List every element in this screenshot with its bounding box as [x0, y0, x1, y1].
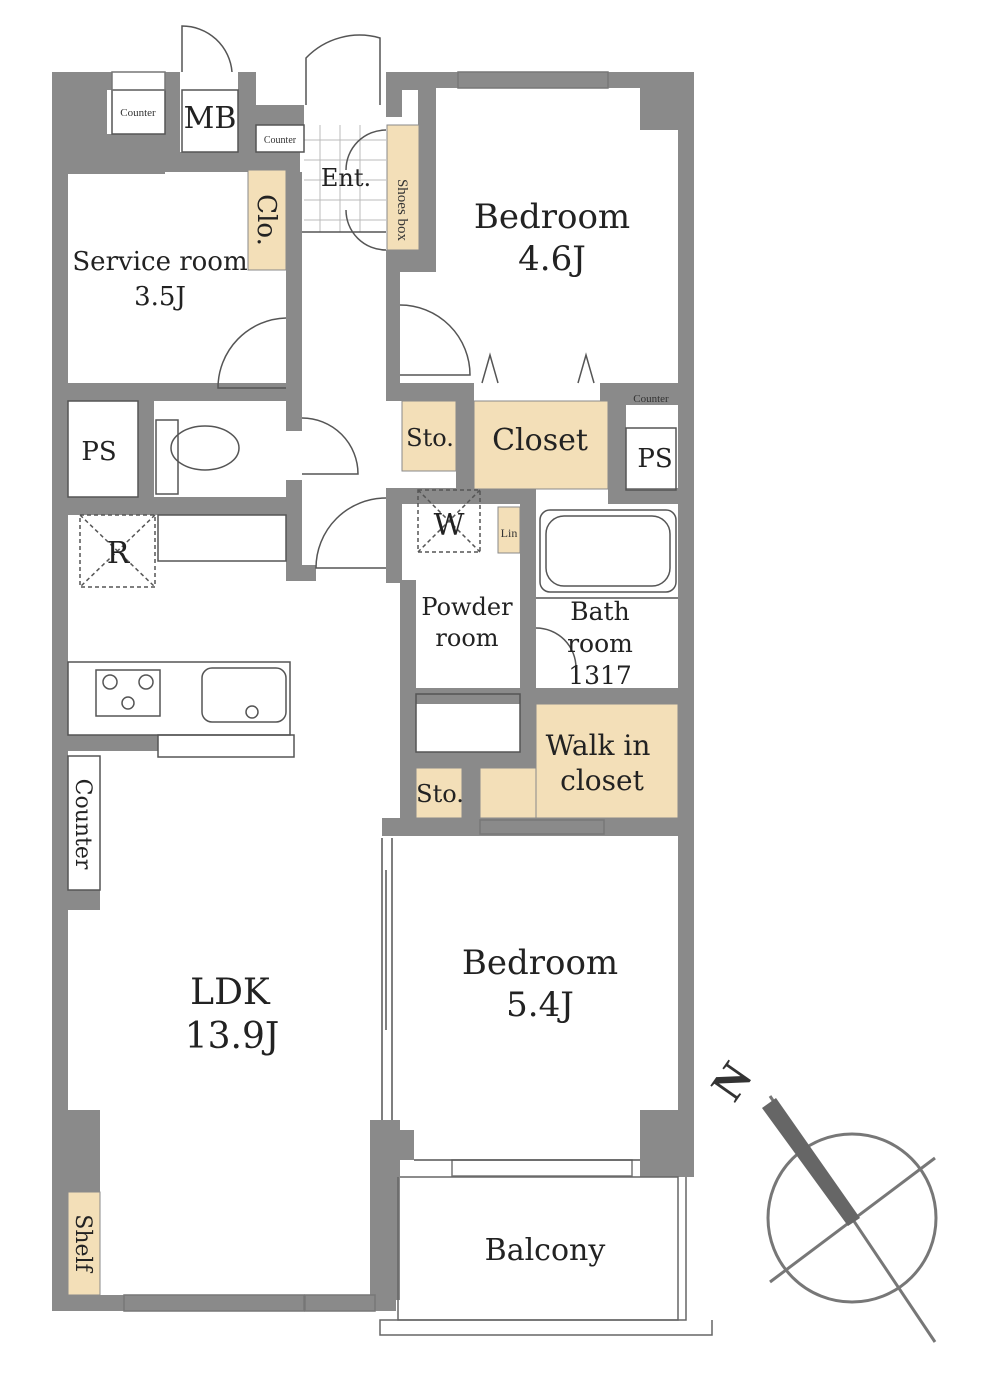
bedroom-south-name: Bedroom [462, 943, 618, 983]
shelf-label: Shelf [70, 1214, 95, 1273]
room-labels: Service room 3.5J Bedroom 4.6J Bedroom 5… [72, 164, 650, 1268]
refrigerator-label: R [107, 536, 131, 571]
walk-in-line2: closet [560, 764, 644, 797]
bedroom-north-size: 4.6J [518, 239, 586, 279]
shoes-box-label: Shoes box [394, 179, 410, 242]
sto-upper-label: Sto. [406, 424, 454, 452]
powder-line2: room [435, 624, 498, 652]
counter-top-left-label: Counter [120, 107, 156, 119]
compass-needle-icon [762, 1098, 860, 1226]
counter-ldk-label: Counter [70, 779, 95, 870]
closet-label: Closet [492, 423, 588, 458]
bath-line2: room [567, 629, 633, 658]
ps-right-label: PS [637, 444, 672, 474]
storage-areas [67, 124, 679, 1296]
compass-north-label: N [701, 1053, 762, 1109]
ldk-size: 13.9J [185, 1016, 280, 1057]
bedroom-north-name: Bedroom [474, 197, 630, 237]
entrance-label: Ent. [321, 164, 371, 192]
bath-line1: Bath [570, 597, 629, 626]
walk-in-line1: Walk in [546, 729, 651, 762]
bedroom-south-size: 5.4J [506, 985, 574, 1025]
service-room-name: Service room [72, 247, 247, 277]
balcony-label: Balcony [485, 1233, 606, 1268]
powder-line1: Powder [421, 593, 513, 621]
compass: N [701, 1053, 938, 1343]
service-room-size: 3.5J [134, 282, 186, 312]
fixtures [67, 25, 713, 1336]
counter-bedroom-label: Counter [633, 393, 669, 405]
fixture-labels: MB Counter Counter Counter Clo. Shoes bo… [67, 101, 677, 1274]
ldk-name: LDK [190, 972, 271, 1013]
mb-label: MB [184, 101, 237, 136]
linen-label: Lin [501, 526, 518, 540]
compass-ring [766, 1132, 938, 1304]
sto-lower-label: Sto. [416, 780, 464, 808]
washer-label: W [434, 508, 465, 543]
clo-label: Clo. [251, 194, 281, 246]
bath-line3: 1317 [568, 661, 632, 690]
ps-left-label: PS [81, 437, 116, 467]
walls [52, 72, 694, 1311]
entrance-tiles [304, 125, 386, 232]
counter-entrance-label: Counter [264, 135, 297, 146]
